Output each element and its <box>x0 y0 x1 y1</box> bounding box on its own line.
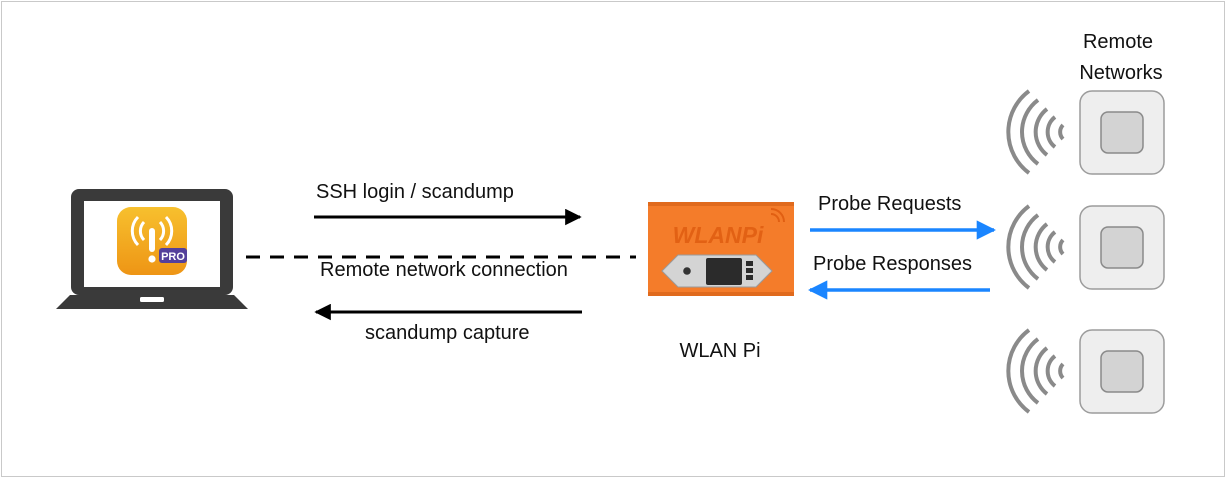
probe-responses-label: Probe Responses <box>813 253 972 275</box>
ssh-login-label: SSH login / scandump <box>316 181 514 203</box>
remote-connection-label: Remote network connection <box>320 259 568 281</box>
wifi-signal-icon <box>1006 328 1065 414</box>
wifi-signal-icon <box>1006 89 1065 175</box>
wifi-signal-icon <box>1006 204 1065 290</box>
device-brand-label: WLANPi <box>673 222 764 248</box>
scandump-capture-label: scandump capture <box>365 322 530 344</box>
wlan-pi-label: WLAN Pi <box>679 340 760 362</box>
access-point-1 <box>1006 89 1165 175</box>
remote-networks-label-line1: Remote <box>1083 31 1153 53</box>
remote-networks-label-line2: Networks <box>1079 62 1162 84</box>
app-badge-label: PRO <box>161 251 185 263</box>
access-point-3 <box>1006 328 1165 414</box>
probe-requests-label: Probe Requests <box>818 193 961 215</box>
wifi-explorer-pro-icon: PRO <box>117 207 187 275</box>
wlan-pi-device-icon: WLANPi <box>648 202 794 296</box>
access-point-2 <box>1006 204 1165 290</box>
